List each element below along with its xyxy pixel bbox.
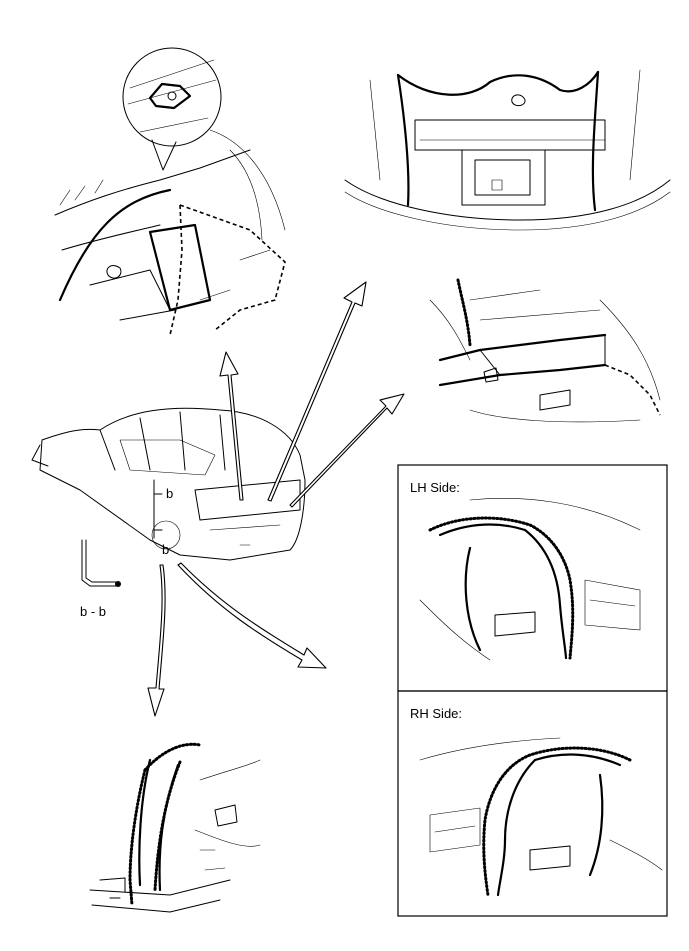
section-marks: b b [153, 479, 173, 557]
arrow-to-top-left [219, 351, 244, 501]
arrow-to-middle-right [289, 393, 405, 508]
lh-side-panel: LH Side: [397, 464, 668, 692]
lh-side-label: LH Side: [410, 480, 460, 495]
arrow-to-bottom-left [147, 564, 166, 717]
magnifier-content [127, 59, 217, 133]
top-right-detail-view [344, 69, 671, 231]
section-caption: b - b [80, 604, 106, 619]
section-b-b-profile: b - b [80, 539, 121, 619]
rh-side-label: RH Side: [410, 706, 462, 721]
middle-right-detail-view [429, 278, 661, 423]
floor-panel-lines [54, 129, 286, 336]
magnifier-callout-pointer [151, 139, 177, 171]
arrow-to-rh-side [177, 562, 327, 669]
top-left-detail-view [54, 47, 286, 336]
rh-side-frame [397, 690, 668, 917]
magnifier-callout-circle [122, 47, 222, 147]
bottom-left-detail-view [89, 742, 261, 913]
car-body-illustration [31, 407, 306, 561]
lh-side-frame [397, 464, 668, 692]
section-mark-upper-label: b [166, 486, 173, 501]
section-mark-lower-label: b [162, 542, 169, 557]
rh-side-panel: RH Side: [397, 690, 668, 917]
arrow-to-top-right [267, 281, 367, 502]
callout-arrows [147, 281, 405, 717]
